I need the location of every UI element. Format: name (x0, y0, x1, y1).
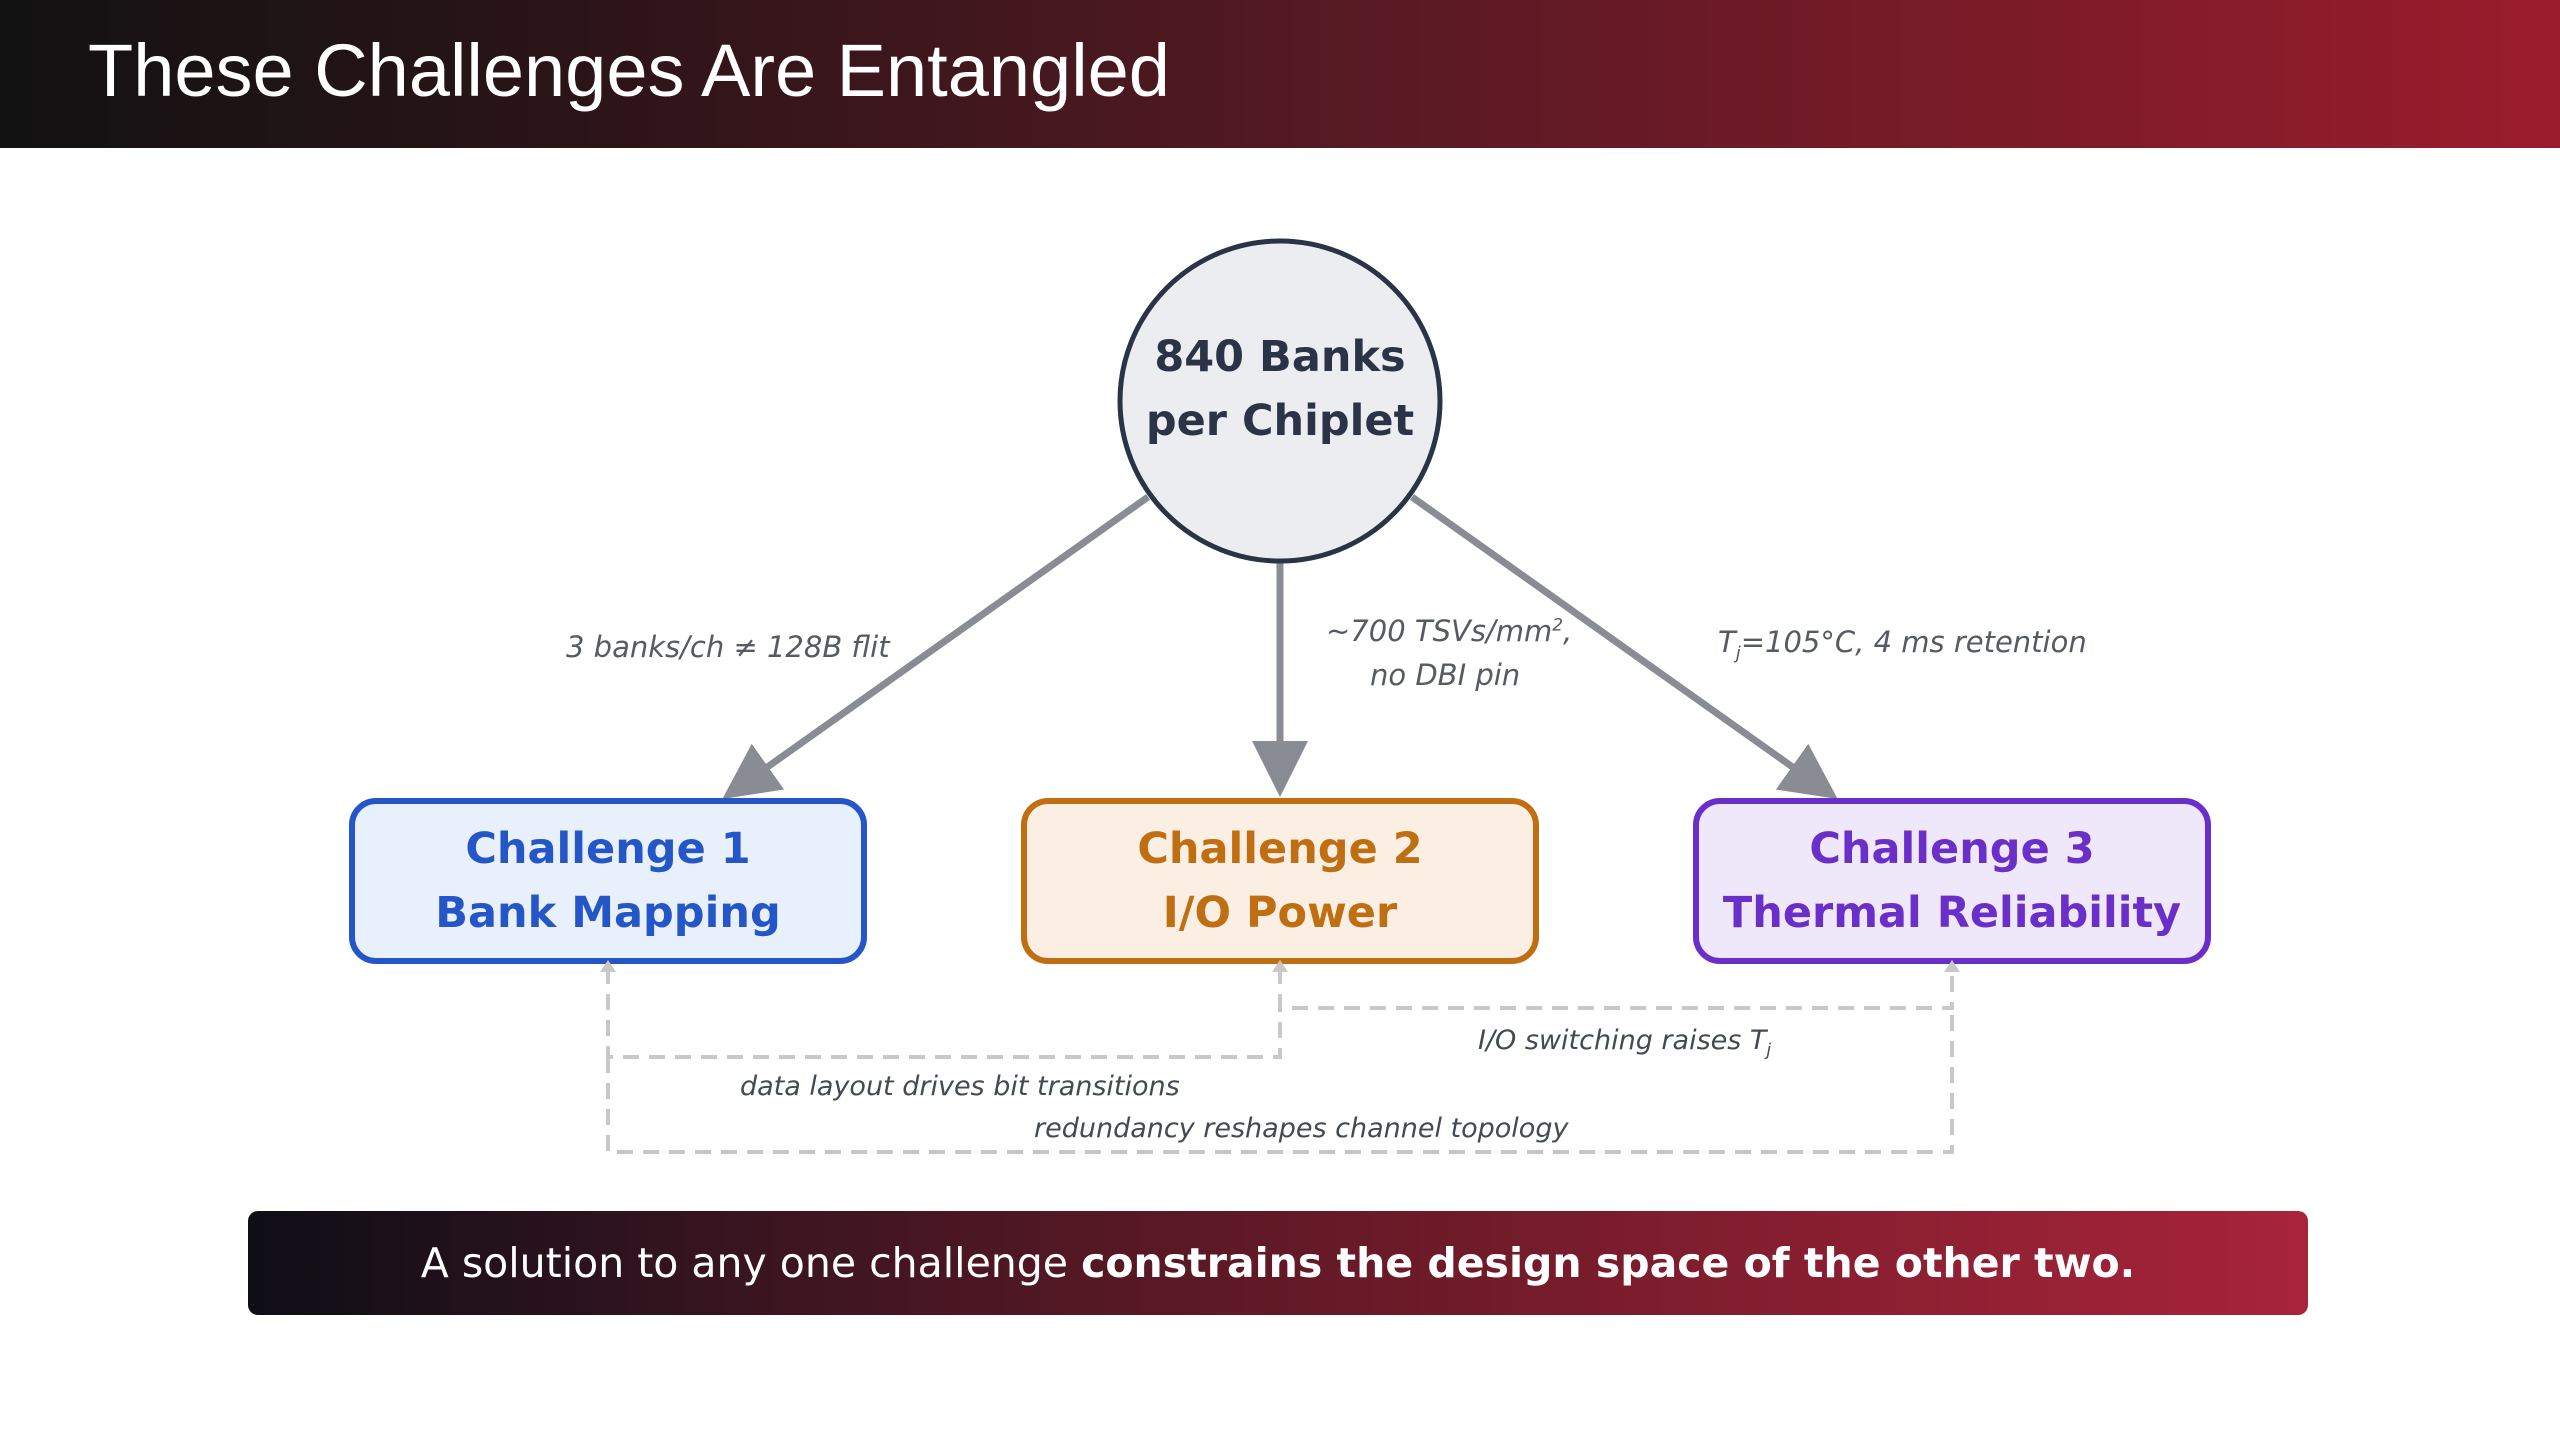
dependency-label-mapping-io: data layout drives bit transitions (740, 1071, 1180, 1102)
center-node-label: 840 Banks per Chiplet (1120, 325, 1440, 453)
edge-label-right: Tj=105°C, 4 ms retention (1718, 625, 2087, 664)
edge-label-left: 3 banks/ch ≠ 128B flit (566, 630, 890, 664)
challenge-2-subtitle: I/O Power (1162, 888, 1398, 938)
challenge-1-title: Challenge 1 (465, 824, 751, 874)
center-node-circle (1117, 238, 1443, 564)
edge-label-middle-line1: ~700 TSVs/mm2, (1326, 614, 1572, 648)
dependency-line-mapping-io (606, 968, 1282, 1059)
retention-text: =105°C, 4 ms retention (1740, 625, 2087, 659)
slide-title: These Challenges Are Entangled (88, 29, 1170, 112)
conclusion-text: A solution to any one challenge (420, 1239, 1082, 1287)
arrow-to-challenge-1 (722, 494, 1151, 800)
challenge-1-subtitle: Bank Mapping (435, 888, 781, 938)
tsv-density-text: ~700 TSVs/mm (1326, 614, 1553, 648)
challenge-2-title: Challenge 2 (1137, 824, 1423, 874)
challenge-3-title: Challenge 3 (1809, 824, 2095, 874)
center-node-line1: 840 Banks (1154, 332, 1406, 382)
center-node-line2: per Chiplet (1145, 396, 1415, 446)
title-bar: These Challenges Are Entangled (0, 0, 2560, 148)
tj-symbol: T (1718, 625, 1736, 659)
challenge-2-label: Challenge 2 I/O Power (1024, 817, 1536, 945)
superscript-2: 2 (1552, 615, 1564, 636)
dependency-line-io-thermal (1278, 968, 1954, 1010)
comma-text: , (1563, 614, 1573, 648)
conclusion-emphasis: constrains the design space of the other… (1081, 1239, 2136, 1287)
challenge-3-label: Challenge 3 Thermal Reliability (1696, 817, 2208, 945)
dependency-arrowhead-challenge-3 (1944, 960, 1960, 972)
tj-subscript: j (1735, 642, 1741, 664)
challenge-1-label: Challenge 1 Bank Mapping (352, 817, 864, 945)
edge-label-middle-line2: no DBI pin (1370, 658, 1521, 692)
dependency-label-io-thermal: I/O switching raises Tj (1478, 1025, 1771, 1060)
io-switching-text: I/O switching raises T (1478, 1025, 1767, 1056)
dependency-arrowhead-challenge-2 (1272, 960, 1288, 972)
dependency-line-mapping-thermal (606, 1008, 1954, 1154)
dependency-label-mapping-thermal: redundancy reshapes channel topology (1034, 1113, 1569, 1144)
conclusion-banner: A solution to any one challenge constrai… (248, 1211, 2308, 1315)
arrow-to-challenge-3 (1409, 494, 1838, 800)
dependency-arrowhead-challenge-1 (600, 960, 616, 972)
challenge-3-subtitle: Thermal Reliability (1722, 888, 2182, 938)
io-tj-subscript: j (1766, 1040, 1772, 1061)
